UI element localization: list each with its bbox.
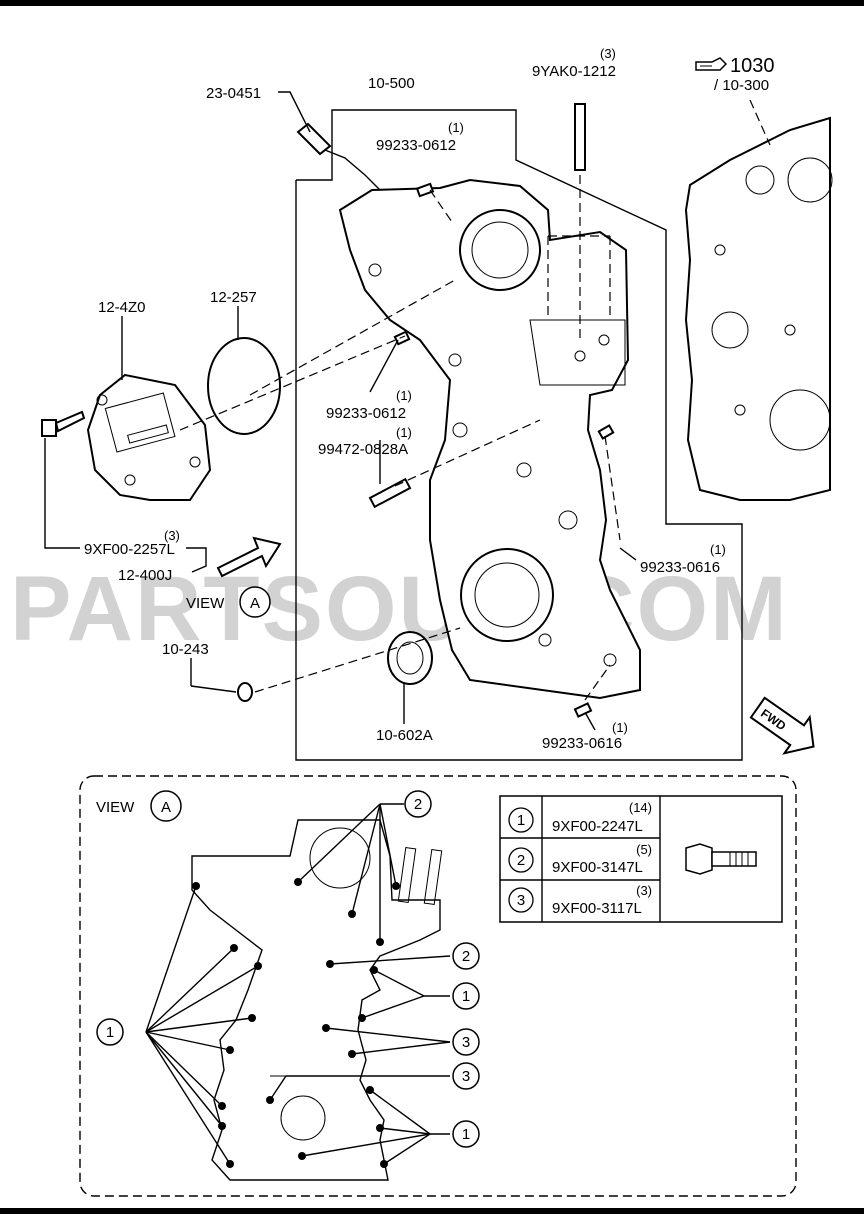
view-a-letter: A [161, 799, 171, 816]
sensor-part [296, 122, 381, 191]
label-stud-qty: (3) [600, 46, 616, 61]
view-a-leaders [145, 803, 451, 1165]
marker-right-3b [452, 1062, 480, 1090]
pump-bolt [41, 410, 86, 437]
label-view: VIEW [186, 595, 225, 612]
water-pump [86, 373, 212, 501]
svg-text:1: 1 [462, 1126, 470, 1143]
view-a-holes [192, 878, 400, 1168]
marker-right-3a [452, 1028, 480, 1056]
cover-frame [295, 109, 743, 761]
hand-pointer-icon [695, 57, 728, 71]
label-stud: 9YAK0-1212 [532, 63, 616, 80]
label-cover: 10-500 [368, 75, 415, 92]
stud-part [574, 103, 586, 171]
legend-num-3: 3 [517, 892, 525, 909]
svg-text:3: 3 [462, 1068, 470, 1085]
view-a-markers: 1 2 2 1 3 3 1 [96, 790, 480, 1148]
view-a-box [79, 775, 797, 1197]
svg-text:2: 2 [462, 948, 470, 965]
marker-right-2 [452, 942, 480, 970]
legend-part-3: 9XF00-3117L [552, 900, 642, 917]
timing-cover [338, 178, 641, 700]
label-assy: 12-400J [118, 567, 172, 584]
label-washer: 10-243 [162, 641, 209, 658]
label-bolt-qty: (3) [164, 528, 180, 543]
view-a-outline [191, 819, 443, 1181]
legend-part-1: 9XF00-2247L [552, 818, 643, 835]
label-view-letter: A [250, 595, 260, 612]
label-seal: 10-602A [376, 727, 433, 744]
label-pin-bottom-qty: (1) [612, 720, 628, 735]
label-sensor: 23-0451 [206, 85, 261, 102]
legend-table: 1 (14) 9XF00-2247L 2 (5) 9XF00-3147L 3 (… [499, 795, 783, 923]
label-pin-top-qty: (1) [448, 120, 464, 135]
bolt-icon [685, 843, 757, 875]
marker-top-2 [404, 790, 432, 818]
legend-qty-2: (5) [636, 842, 652, 857]
svg-text:2: 2 [414, 796, 422, 813]
legend-num-2: 2 [517, 852, 525, 869]
view-circle [239, 586, 271, 618]
bottom-rule [0, 1208, 864, 1214]
marker-right-1a [452, 982, 480, 1010]
legend-part-2: 9XF00-3147L [552, 859, 643, 876]
engine-block [684, 116, 833, 501]
label-dowel: 99472-0828A [318, 441, 408, 458]
label-bolt: 9XF00-2257L [84, 541, 175, 558]
label-ref-num: 1030 [730, 55, 775, 77]
marker-left-1 [96, 1018, 124, 1046]
top-rule [0, 0, 864, 6]
label-pin-right: 99233-0616 [640, 559, 720, 576]
dowel-part [368, 477, 412, 509]
legend-num-1: 1 [517, 812, 525, 829]
svg-text:1: 1 [462, 988, 470, 1005]
view-a-circle [150, 790, 182, 822]
oil-seal [387, 631, 433, 685]
legend-qty-3: (3) [636, 883, 652, 898]
label-gasket: 12-257 [210, 289, 257, 306]
svg-text:3: 3 [462, 1034, 470, 1051]
label-pin-bottom: 99233-0616 [542, 735, 622, 752]
label-ref-sub: / 10-300 [714, 77, 769, 94]
fwd-arrow-icon: FWD [749, 696, 815, 755]
pin-top [415, 182, 435, 198]
leader-lines [44, 91, 637, 731]
washer-part [237, 682, 253, 702]
pin-mid [393, 330, 411, 346]
pin-bottom [573, 702, 593, 718]
view-arrow-icon [216, 536, 282, 578]
label-pin-right-qty: (1) [710, 542, 726, 557]
alignment-lines [179, 99, 771, 701]
gasket-ring [207, 337, 281, 435]
label-pump: 12-4Z0 [98, 299, 146, 316]
label-dowel-qty: (1) [396, 425, 412, 440]
legend-qty-1: (14) [629, 800, 652, 815]
svg-text:1: 1 [106, 1024, 114, 1041]
pin-right [597, 424, 615, 440]
label-pin-mid-qty: (1) [396, 388, 412, 403]
label-pin-mid: 99233-0612 [326, 405, 406, 422]
view-a-title: VIEW [96, 799, 135, 816]
marker-right-1b [452, 1120, 480, 1148]
label-pin-top: 99233-0612 [376, 137, 456, 154]
